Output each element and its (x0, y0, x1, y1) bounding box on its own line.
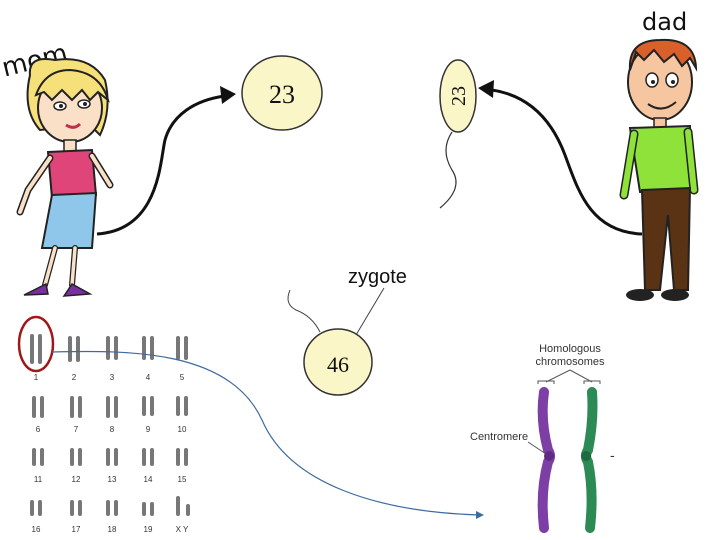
centromere-label: Centromere (470, 431, 528, 443)
karyotype-panel: 1 2 3 4 5 6 7 8 9 10 11 12 13 14 15 (17, 315, 190, 534)
mom-to-egg-arrowhead (220, 86, 236, 104)
dad-to-sperm-arrow (491, 88, 643, 236)
egg-cell: 23 (241, 55, 323, 131)
karyotype-label: 1 (34, 373, 39, 382)
zygote-count: 46 (327, 352, 349, 377)
connector-arrowhead (476, 511, 484, 519)
karyotype-label: 19 (144, 525, 153, 534)
karyotype-label: 14 (144, 475, 153, 484)
karyotype-label: 13 (108, 475, 117, 484)
dad-to-sperm-arrowhead (478, 80, 494, 98)
dad-label: dad (642, 8, 687, 36)
karyotype-label: 8 (110, 425, 115, 434)
mom-figure: mom (0, 38, 114, 297)
karyotype-label: 17 (72, 525, 81, 534)
karyotype-label: 9 (146, 425, 151, 434)
dash-mark: - (610, 447, 615, 463)
sperm-cell: 23 (439, 59, 477, 209)
sperm-count: 23 (448, 86, 470, 106)
karyotype-label: 5 (180, 373, 185, 382)
dad-figure: dad (619, 8, 699, 301)
karyotype-label: 11 (34, 475, 43, 484)
homologous-chromosomes-diagram: Homologous chromosomes Centromere - (470, 343, 615, 533)
karyotype-row-1 (30, 334, 188, 364)
karyotype-row-3 (32, 448, 188, 466)
egg-count: 23 (269, 80, 295, 109)
karyotype-row-2 (32, 396, 188, 418)
karyotype-label: 3 (110, 373, 115, 382)
zygote-label: zygote (348, 266, 407, 288)
karyotype-label: 12 (72, 475, 81, 484)
karyotype-label: 18 (108, 525, 117, 534)
mom-to-egg-arrow (96, 94, 226, 236)
homologous-label: Homologous (539, 343, 601, 355)
karyotype-label: X Y (176, 525, 189, 534)
karyotype-label: 2 (72, 373, 77, 382)
karyotype-label: 16 (32, 525, 41, 534)
karyotype-label: 7 (74, 425, 79, 434)
highlight-connector-curve (51, 350, 481, 516)
karyotype-label: 4 (146, 373, 151, 382)
chromosomes-label: chromosomes (535, 356, 605, 368)
karyotype-label: 6 (36, 425, 41, 434)
zygote-cell: 46 (287, 287, 385, 396)
karyotype-row-4 (30, 496, 190, 516)
karyotype-label: 15 (178, 475, 187, 484)
pair-1-highlight-ring (17, 315, 55, 373)
karyotype-label: 10 (178, 425, 187, 434)
